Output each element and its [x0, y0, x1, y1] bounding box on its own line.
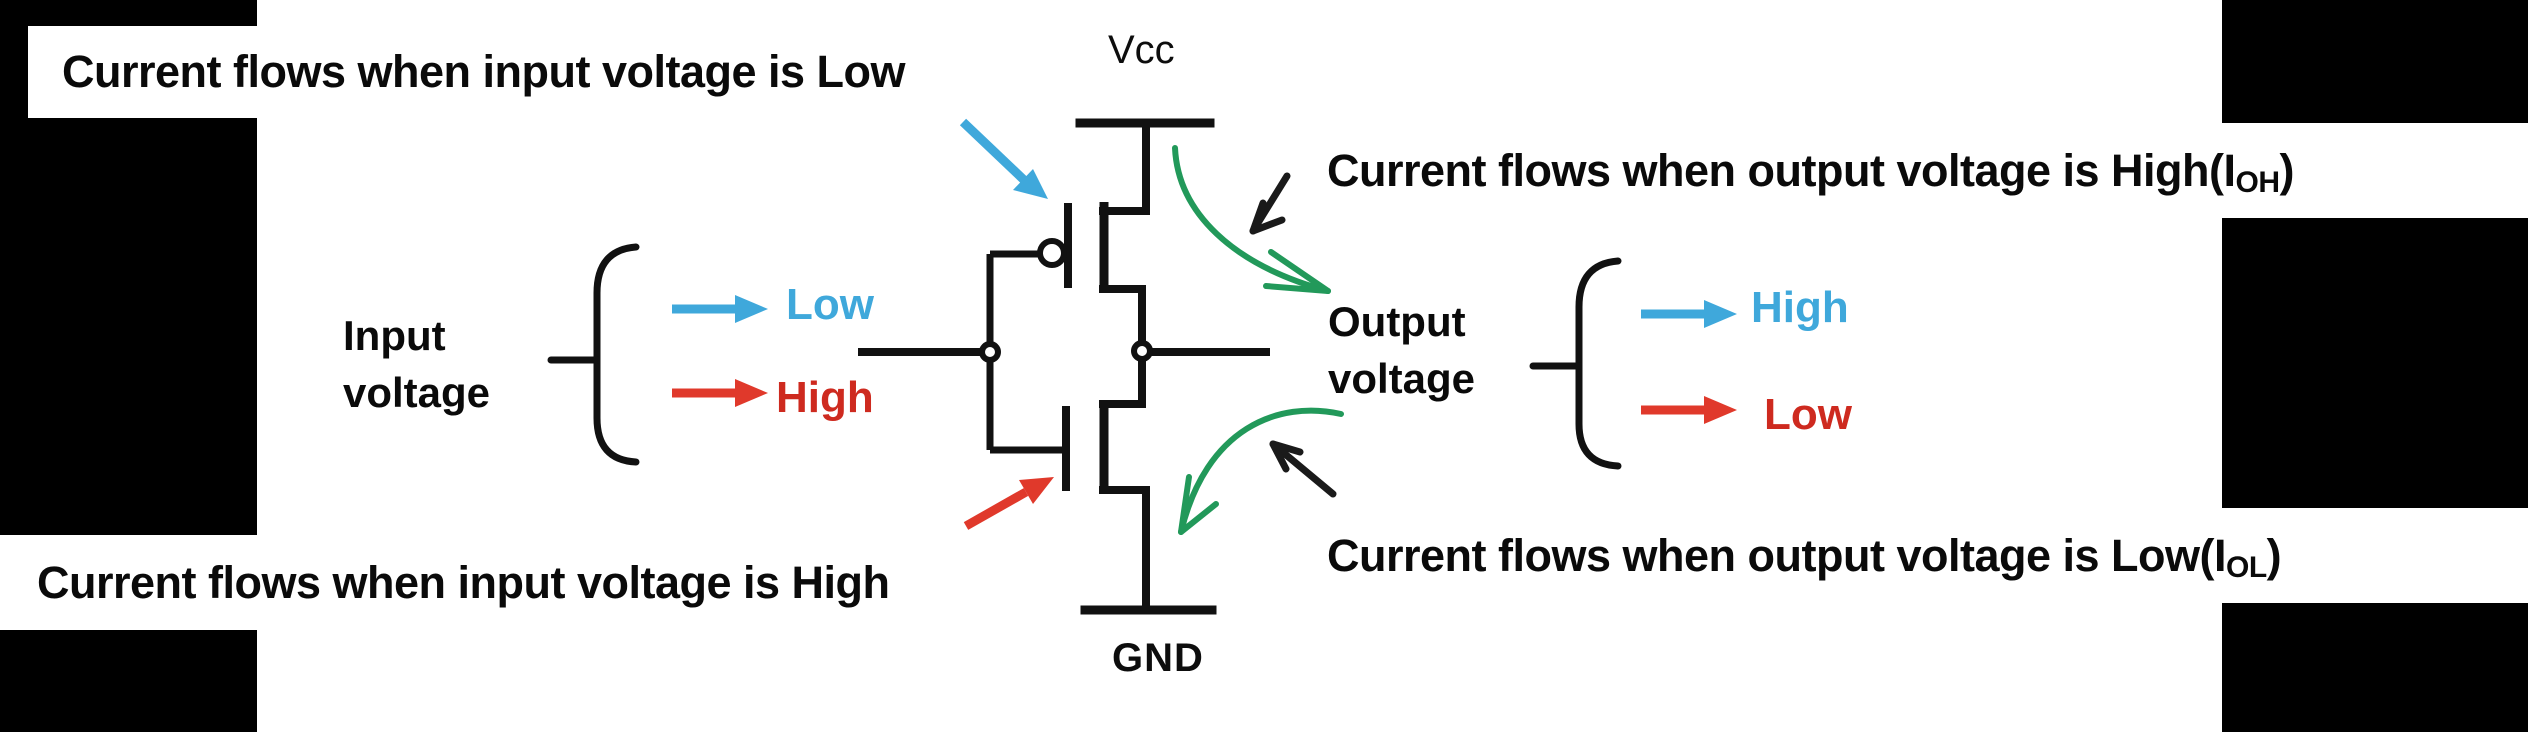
- label-top-right-text: Current flows when output voltage is Hig…: [1327, 144, 2236, 196]
- iol-current-flow-arrow: [1178, 407, 1344, 535]
- gnd-label: GND: [1112, 636, 1204, 680]
- vcc-label: Vcc: [1108, 28, 1175, 72]
- input-brace: [547, 243, 640, 466]
- label-top-left-text: Current flows when input voltage is Low: [62, 46, 906, 97]
- label-top-left: Current flows when input voltage is Low: [28, 26, 1098, 118]
- input-low-arrow: [672, 295, 768, 323]
- label-bottom-right-text: Current flows when output voltage is Low…: [1327, 529, 2227, 581]
- nmos-drain-wire: [1099, 348, 1146, 408]
- label-bottom-right-subscript: OL: [2226, 550, 2267, 584]
- pmos-drain-wire: [1099, 285, 1146, 356]
- label-top-right-suffix: ): [2279, 144, 2295, 196]
- output-brace: [1529, 257, 1622, 470]
- input-low-pointer-arrow: [959, 118, 1048, 199]
- ioh-current-flow-arrow: [1172, 145, 1331, 294]
- input-high-arrow: [672, 379, 768, 407]
- label-top-right-subscript: OH: [2235, 165, 2281, 199]
- pmos-gate-bubble: [1037, 238, 1067, 268]
- input-high-pointer-arrow: [963, 477, 1054, 530]
- output-low-label: Low: [1764, 390, 1852, 439]
- output-high-arrow: [1641, 300, 1737, 328]
- input-junction-dot: [979, 341, 1001, 363]
- output-high-label: High: [1751, 283, 1849, 332]
- label-bottom-left-text: Current flows when input voltage is High: [37, 556, 890, 608]
- ioh-pointer-arrow: [1249, 172, 1291, 235]
- iol-pointer-arrow: [1269, 440, 1337, 498]
- label-bottom-left: Current flows when input voltage is High: [0, 535, 1101, 630]
- input-voltage-label: Input voltage: [343, 307, 490, 421]
- label-bottom-right: Current flows when output voltage is Low…: [1320, 508, 2528, 603]
- output-junction-dot: [1131, 340, 1153, 362]
- input-voltage-line2: voltage: [343, 369, 491, 416]
- output-voltage-line1: Output: [1328, 298, 1466, 345]
- input-low-label: Low: [786, 280, 874, 329]
- output-voltage-line2: voltage: [1328, 355, 1476, 402]
- input-high-label: High: [776, 373, 874, 422]
- label-bottom-right-suffix: ): [2266, 529, 2282, 581]
- label-top-right: Current flows when output voltage is Hig…: [1320, 123, 2528, 218]
- right-black-panel: [2222, 0, 2528, 732]
- output-low-arrow: [1641, 396, 1737, 424]
- output-voltage-label: Output voltage: [1328, 293, 1475, 407]
- input-voltage-line1: Input: [343, 312, 446, 359]
